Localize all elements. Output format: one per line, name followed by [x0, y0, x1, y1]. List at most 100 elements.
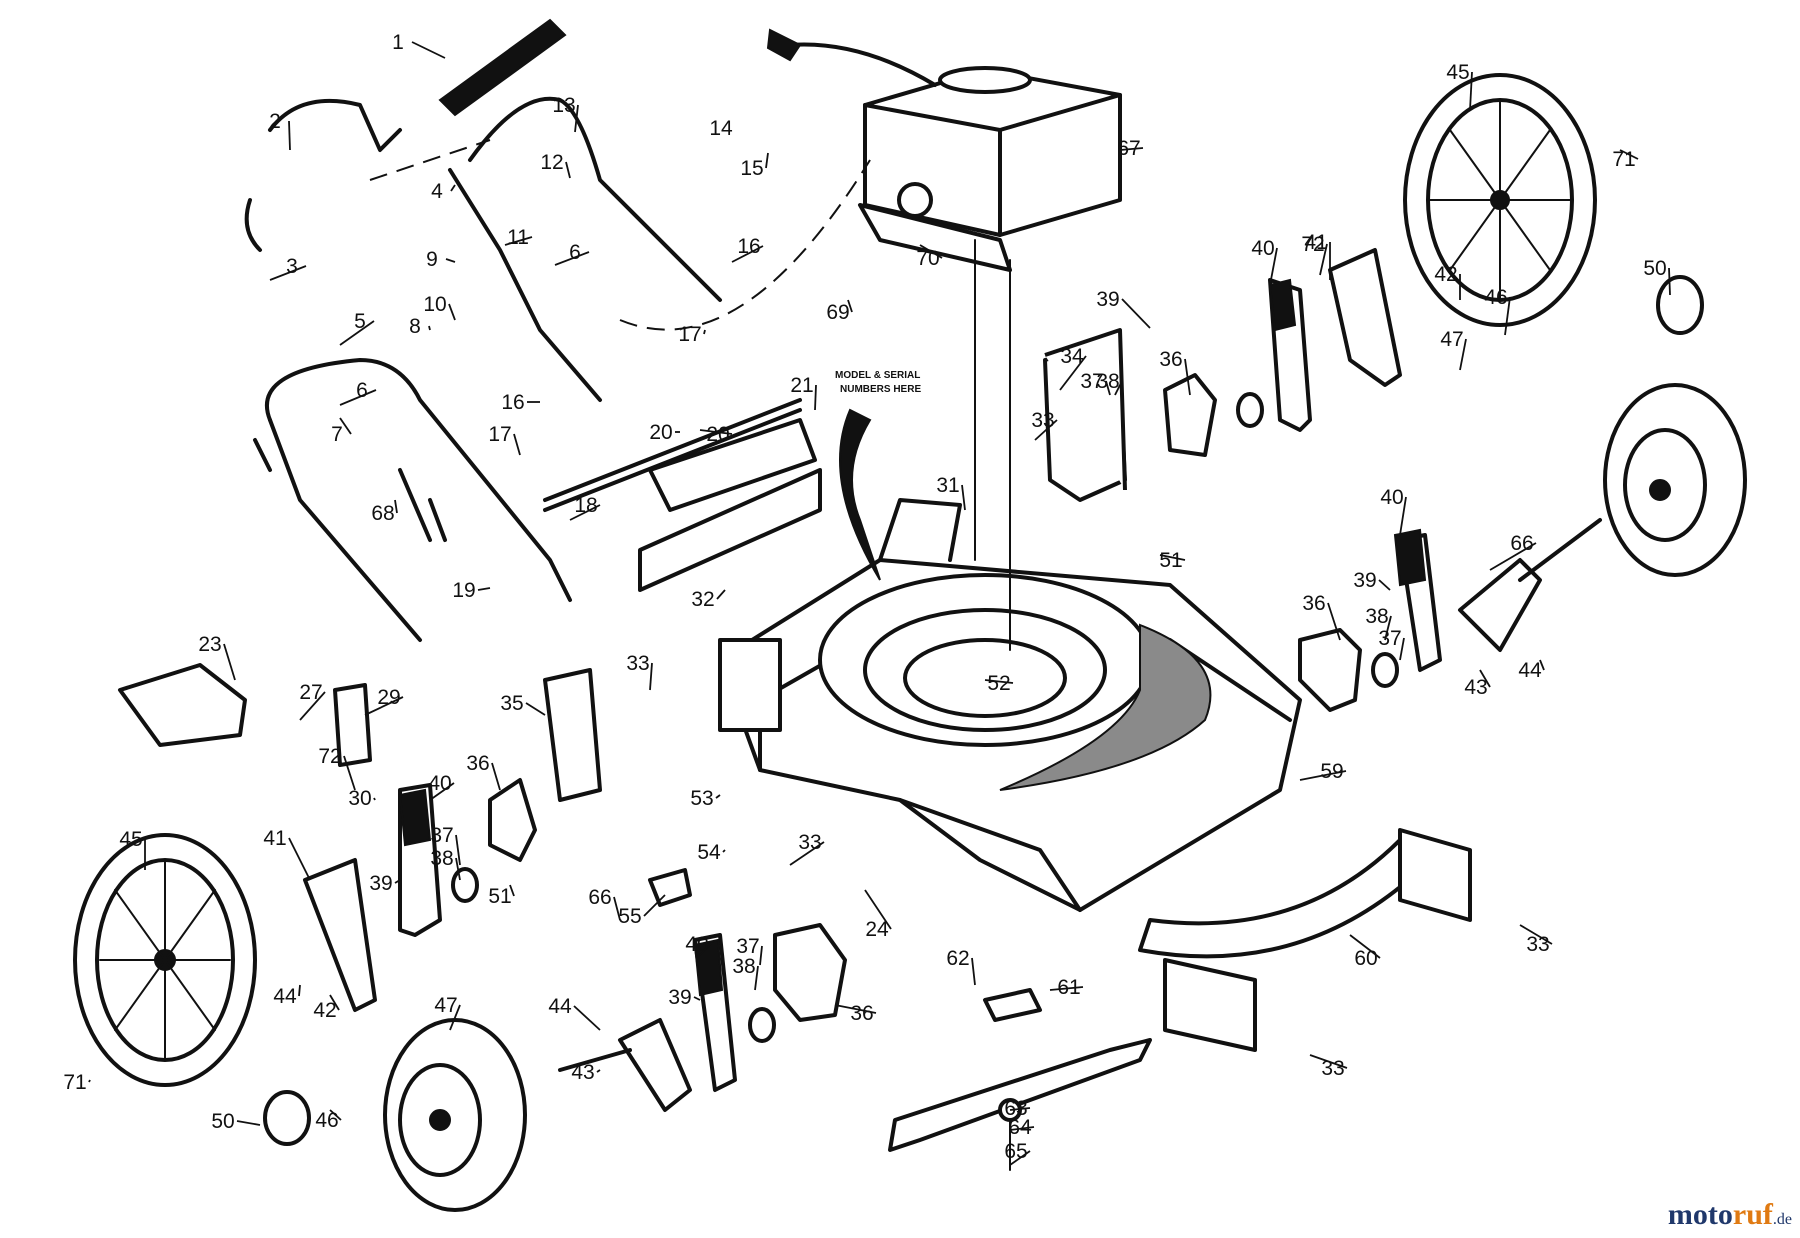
serial-note-line1: MODEL & SERIAL: [835, 370, 920, 381]
callout-label-40: 40: [1380, 486, 1403, 509]
callout-label-37: 37: [1080, 370, 1103, 393]
blade-adapter: [983, 988, 1042, 1022]
callout-label-51: 51: [1159, 549, 1182, 572]
callout-label-11: 11: [507, 226, 529, 249]
callout-leader-37: [455, 834, 461, 866]
watermark-part1: moto: [1667, 1198, 1733, 1231]
callout-leader-60: [1349, 934, 1381, 959]
callout-label-33: 33: [1526, 933, 1549, 956]
callout-label-16: 16: [501, 391, 524, 414]
callout-leader-11: [504, 236, 533, 246]
callout-leader-51: [1159, 554, 1186, 561]
callout-leader-61: [1049, 986, 1084, 991]
callout-leader-13: [574, 104, 579, 133]
callout-label-12: 12: [540, 151, 563, 174]
callout-label-6: 6: [356, 379, 368, 402]
callout-label-33: 33: [1031, 409, 1054, 432]
callout-label-50: 50: [211, 1110, 234, 1133]
bail-dashed: [369, 139, 491, 181]
callout-leader-52: [984, 679, 1014, 684]
callout-label-44: 44: [548, 995, 572, 1018]
callout-leader-18: [569, 504, 601, 521]
callout-leader-6: [339, 389, 377, 406]
callout-label-72: 72: [1301, 233, 1324, 256]
callout-label-33: 33: [626, 652, 649, 675]
mulch-plug: [648, 868, 692, 907]
callout-leader-70: [919, 244, 943, 259]
callout-leader-10: [448, 303, 456, 321]
callout-leader-50: [236, 1120, 261, 1126]
callout-label-71: 71: [1612, 148, 1635, 171]
callout-label-59: 59: [1320, 760, 1343, 783]
callout-leader-27: [299, 691, 326, 721]
callout-label-34: 34: [1060, 345, 1084, 368]
callout-leader-33: [1309, 1054, 1348, 1069]
callout-leader-16: [731, 245, 764, 263]
callout-leader-62: [971, 957, 976, 986]
callout-label-69: 69: [826, 301, 849, 324]
callout-label-24: 24: [865, 918, 889, 941]
callout-leader-41: [288, 837, 311, 881]
callout-leader-15: [765, 152, 769, 169]
callout-leader-31: [961, 484, 966, 511]
callout-leader-45: [1469, 71, 1473, 111]
height-adjuster-left-rear: [303, 668, 602, 1012]
callout-label-46: 46: [1484, 286, 1507, 309]
callout-label-50: 50: [1643, 257, 1666, 280]
callout-label-63: 63: [1004, 1097, 1027, 1120]
hubcap-right: [1656, 275, 1704, 335]
callout-label-9: 9: [426, 248, 438, 271]
upper-handle: [244, 18, 722, 402]
callout-leader-29: [364, 696, 404, 716]
callout-leader-71: [88, 1079, 91, 1083]
callout-leader-44: [573, 1005, 601, 1031]
height-adjuster-right-front: [1298, 518, 1602, 712]
callout-leader-37: [759, 945, 763, 966]
callout-label-40: 40: [428, 772, 451, 795]
callout-leader-63: [1009, 1107, 1031, 1111]
callout-label-42: 42: [1434, 263, 1457, 286]
callout-leader-51: [509, 884, 515, 897]
callout-leader-40: [699, 943, 712, 956]
lower-handle: [253, 358, 572, 642]
callout-leader-3: [269, 265, 307, 281]
callout-leader-68: [394, 499, 398, 514]
baffle-right: [1398, 828, 1472, 922]
callout-label-52: 52: [987, 672, 1010, 695]
callout-label-33: 33: [798, 831, 821, 854]
callout-leader-1: [411, 41, 446, 59]
callout-leader-4: [450, 184, 456, 192]
callout-leader-39: [1121, 298, 1151, 329]
callout-label-31: 31: [936, 474, 959, 497]
callout-leader-47: [1459, 338, 1467, 371]
wheel-rear-right: [1403, 73, 1597, 327]
callout-leader-23: [223, 643, 236, 681]
axle-bracket-left: [333, 683, 372, 767]
callout-label-43: 43: [1464, 676, 1487, 699]
callout-leader-35: [525, 702, 546, 716]
callout-leader-36: [834, 1004, 877, 1014]
callout-label-14: 14: [709, 117, 733, 140]
callout-leader-72: [343, 755, 356, 791]
callout-leader-34: [1059, 355, 1087, 391]
callout-label-27: 27: [299, 681, 322, 704]
callout-label-43: 43: [571, 1061, 594, 1084]
callout-label-45: 45: [119, 828, 142, 851]
axle-bracket-right: [1044, 328, 1127, 491]
callout-leader-17: [513, 433, 521, 456]
callout-leader-64: [1009, 1126, 1035, 1131]
callout-leader-7: [339, 417, 352, 435]
callout-leader-46: [329, 1109, 342, 1121]
callout-leader-54: [722, 849, 726, 853]
callout-label-37: 37: [736, 935, 759, 958]
wheel-front-right: [1603, 383, 1747, 577]
serial-number-note: MODEL & SERIAL NUMBERS HERE: [835, 370, 921, 581]
callout-leader-53: [715, 794, 721, 799]
callout-label-45: 45: [1446, 61, 1469, 84]
callout-label-16: 16: [737, 235, 760, 258]
callout-label-20: 20: [706, 423, 729, 446]
callout-leader-33: [789, 841, 825, 866]
callout-leader-38: [754, 965, 759, 991]
callout-label-7: 7: [331, 423, 343, 446]
callout-leader-55: [643, 894, 666, 917]
